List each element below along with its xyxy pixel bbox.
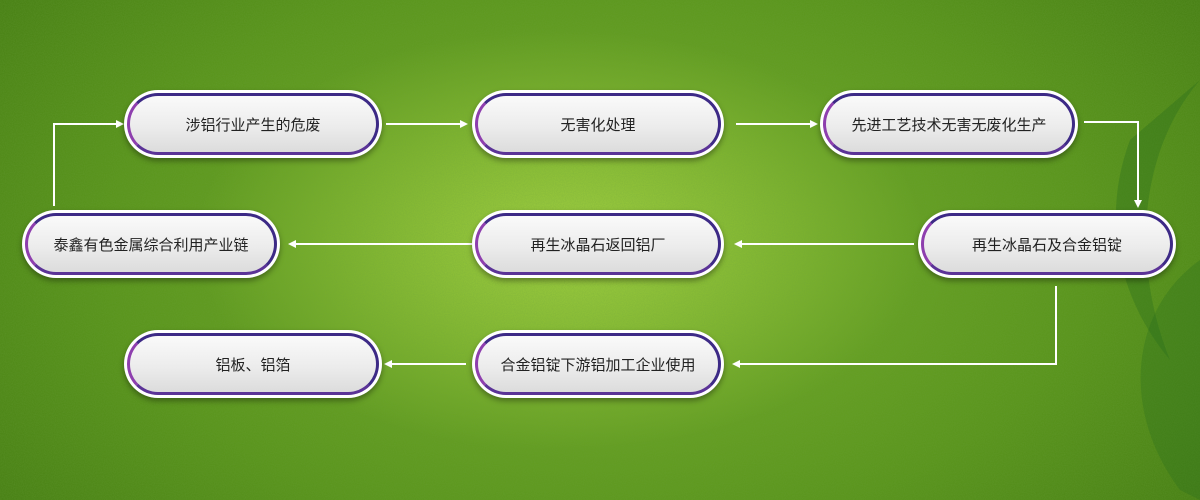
node-downstream: 合金铝锭下游铝加工企业使用 [472, 330, 724, 398]
node-label: 再生冰晶石返回铝厂 [475, 213, 721, 275]
node-label: 合金铝锭下游铝加工企业使用 [475, 333, 721, 395]
node-cryolite-ingot: 再生冰晶石及合金铝锭 [918, 210, 1176, 278]
node-harmless: 无害化处理 [472, 90, 724, 158]
node-label: 泰鑫有色金属综合利用产业链 [25, 213, 277, 275]
node-label: 铝板、铝箔 [127, 333, 379, 395]
node-label: 再生冰晶石及合金铝锭 [921, 213, 1173, 275]
arrow-taixin-to-hazard [53, 120, 124, 206]
leaf-decoration [1115, 80, 1200, 500]
arrow-ingot-to-downstream [732, 286, 1057, 368]
node-label: 先进工艺技术无害无废化生产 [823, 93, 1075, 155]
node-taixin: 泰鑫有色金属综合利用产业链 [22, 210, 280, 278]
node-plate-foil: 铝板、铝箔 [124, 330, 382, 398]
node-label: 无害化处理 [475, 93, 721, 155]
node-advanced: 先进工艺技术无害无废化生产 [820, 90, 1078, 158]
node-cryolite-return: 再生冰晶石返回铝厂 [472, 210, 724, 278]
node-hazard: 涉铝行业产生的危废 [124, 90, 382, 158]
node-label: 涉铝行业产生的危废 [127, 93, 379, 155]
arrow-advanced-to-cryolite-ingot [1084, 121, 1142, 208]
